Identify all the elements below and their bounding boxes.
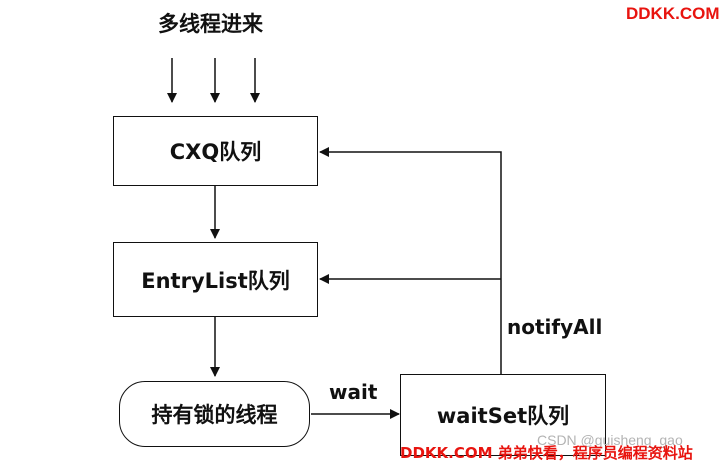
- wait-edge-label: wait: [329, 380, 378, 404]
- lock-holder-label: 持有锁的线程: [151, 403, 278, 427]
- notifyall-line: [319, 147, 502, 374]
- lock-holder-node: 持有锁的线程: [119, 381, 310, 447]
- waitset-queue-node: waitSet队列: [400, 374, 606, 456]
- entrylist-queue-node: EntryList队列: [113, 242, 318, 317]
- watermark-top-right: DDKK.COM: [626, 4, 720, 23]
- notifyall-edge-label: notifyAll: [507, 315, 603, 339]
- entrylist-queue-label: EntryList队列: [141, 268, 290, 293]
- watermark-bottom: DDKK.COM 弟弟快看，程序员编程资料站: [400, 444, 693, 462]
- watermark-csdn: CSDN @guisheng_gao: [537, 432, 683, 448]
- diagram-title: 多线程进来: [158, 12, 263, 36]
- waitset-queue-label: waitSet队列: [436, 404, 570, 428]
- cxq-queue-label: CXQ队列: [169, 140, 262, 164]
- cxq-queue-node: CXQ队列: [113, 116, 318, 186]
